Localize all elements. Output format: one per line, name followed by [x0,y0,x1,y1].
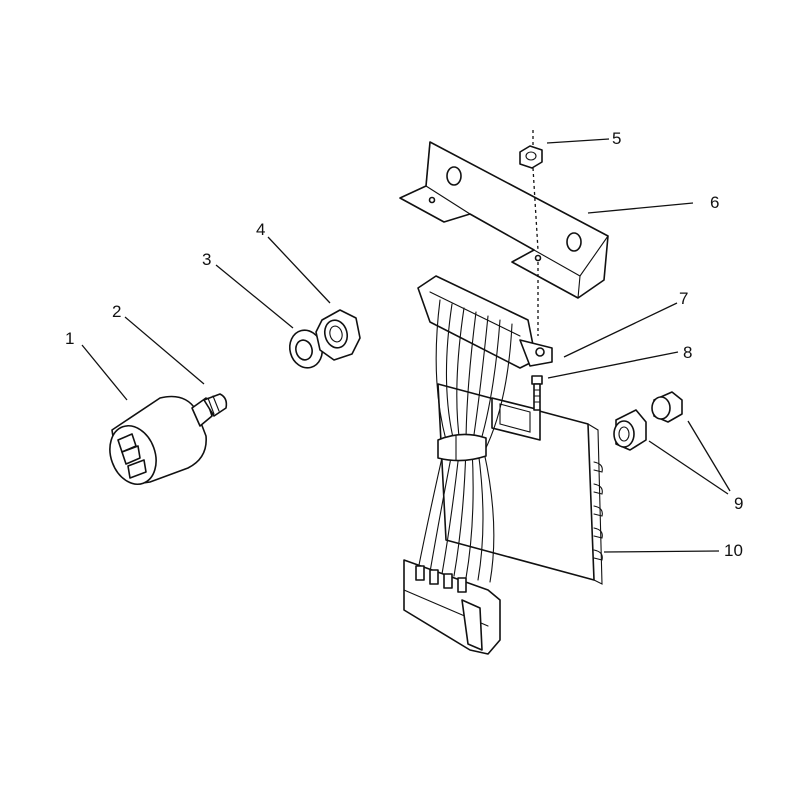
wiring-harness [403,275,553,655]
part-1-switch-body [109,393,228,485]
callout-1: 1 [65,329,74,348]
part-8-screw [531,375,543,411]
part-6-bracket [399,141,609,299]
callout-6: 6 [710,193,719,212]
callout-8: 8 [683,343,692,362]
part-4-hex-nut [315,309,361,361]
leader-lines [81,138,731,553]
callout-3: 3 [202,250,211,269]
callout-4: 4 [256,220,265,239]
part-9-grommets [613,391,683,451]
callout-9: 9 [734,494,743,513]
part-5-small-nut [519,130,543,336]
callout-2: 2 [112,302,121,321]
part-3-washer [288,329,324,369]
part-10-circuit-board [437,383,603,585]
callout-10: 10 [724,541,743,560]
callout-5: 5 [612,129,621,148]
callout-labels: 1 2 3 4 5 6 7 8 9 10 [65,129,743,560]
callout-7: 7 [679,289,688,308]
